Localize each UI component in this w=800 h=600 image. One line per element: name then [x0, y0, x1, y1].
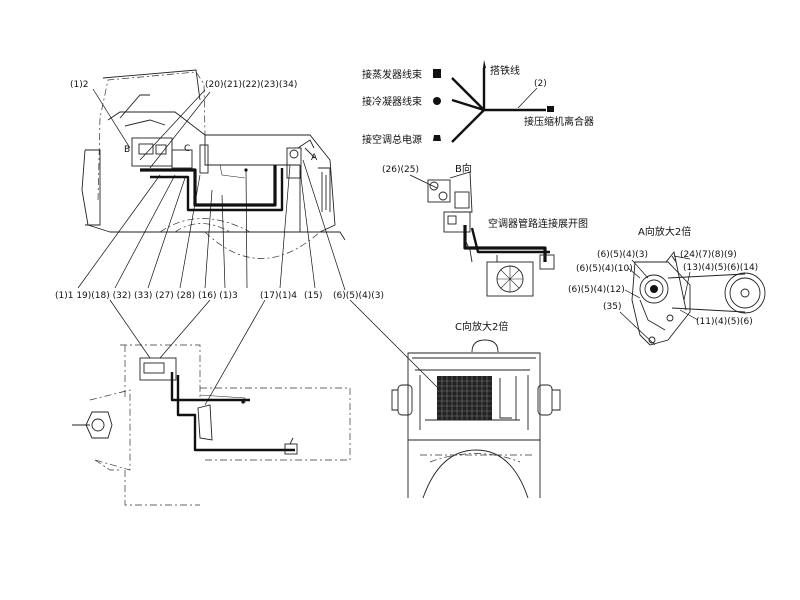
callout-2: (2)	[534, 79, 547, 89]
condenser-grille	[437, 376, 492, 420]
callout-bottom-row: (1)1 19)(18) (32) (33) (27) (28) (16) (1…	[55, 291, 238, 301]
view-marker-c: C	[184, 144, 190, 154]
view-c: C向放大2倍	[349, 299, 561, 499]
cond-connector-icon	[433, 97, 441, 105]
wire-ground: 搭铁线	[490, 64, 520, 77]
callout-6543-main: (6)(5)(4)(3)	[333, 291, 384, 301]
view-a-callout-4: (35)	[603, 302, 621, 312]
view-b-title: B向	[455, 162, 472, 175]
view-a-callout-2: (6)(5)(4)(10)	[576, 264, 633, 274]
ground-terminal-icon	[483, 60, 486, 68]
callout-17-1-4: (17)(1)4	[260, 291, 297, 301]
wire-evap-harness: 接蒸发器线束	[362, 68, 422, 81]
callout-1-2: (1)2	[70, 80, 88, 90]
wire-ac-power: 接空调总电源	[362, 133, 422, 146]
view-b: (26)(25) B向 空调器管路连接展开图	[382, 162, 588, 297]
wire-cond-harness: 接冷凝器线束	[362, 95, 422, 108]
power-connector-icon	[433, 135, 441, 141]
callout-20-34: (20)(21)(22)(23)(34)	[205, 80, 297, 90]
view-b-parts: (26)(25)	[382, 165, 419, 175]
evap-connector-icon	[433, 69, 441, 78]
wiring-schematic: 接蒸发器线束 接冷凝器线束 接空调总电源 搭铁线 (2) 接压缩机离合器	[362, 60, 594, 146]
plan-view	[72, 299, 351, 506]
clutch-connector-icon	[547, 106, 554, 112]
view-a-callout-6: (13)(4)(5)(6)(14)	[683, 263, 758, 273]
view-c-title: C向放大2倍	[455, 320, 508, 333]
view-a-callout-7: (11)(4)(5)(6)	[696, 317, 753, 327]
main-side-view	[81, 69, 346, 259]
view-a: A向放大2倍 (6)(5)(4)(3) (6)(5)(4)(10) (6)(5)…	[568, 225, 766, 346]
view-a-callout-5: (24)(7)(8)(9)	[680, 250, 737, 260]
view-b-caption: 空调器管路连接展开图	[488, 217, 588, 230]
view-marker-a: A	[311, 153, 318, 163]
view-marker-b: B	[124, 145, 130, 155]
view-a-callout-1: (6)(5)(4)(3)	[597, 250, 648, 260]
view-a-callout-3: (6)(5)(4)(12)	[568, 285, 625, 295]
view-a-title: A向放大2倍	[638, 225, 691, 238]
wire-compressor-clutch: 接压缩机离合器	[524, 115, 594, 128]
callout-15: (15)	[304, 291, 322, 301]
